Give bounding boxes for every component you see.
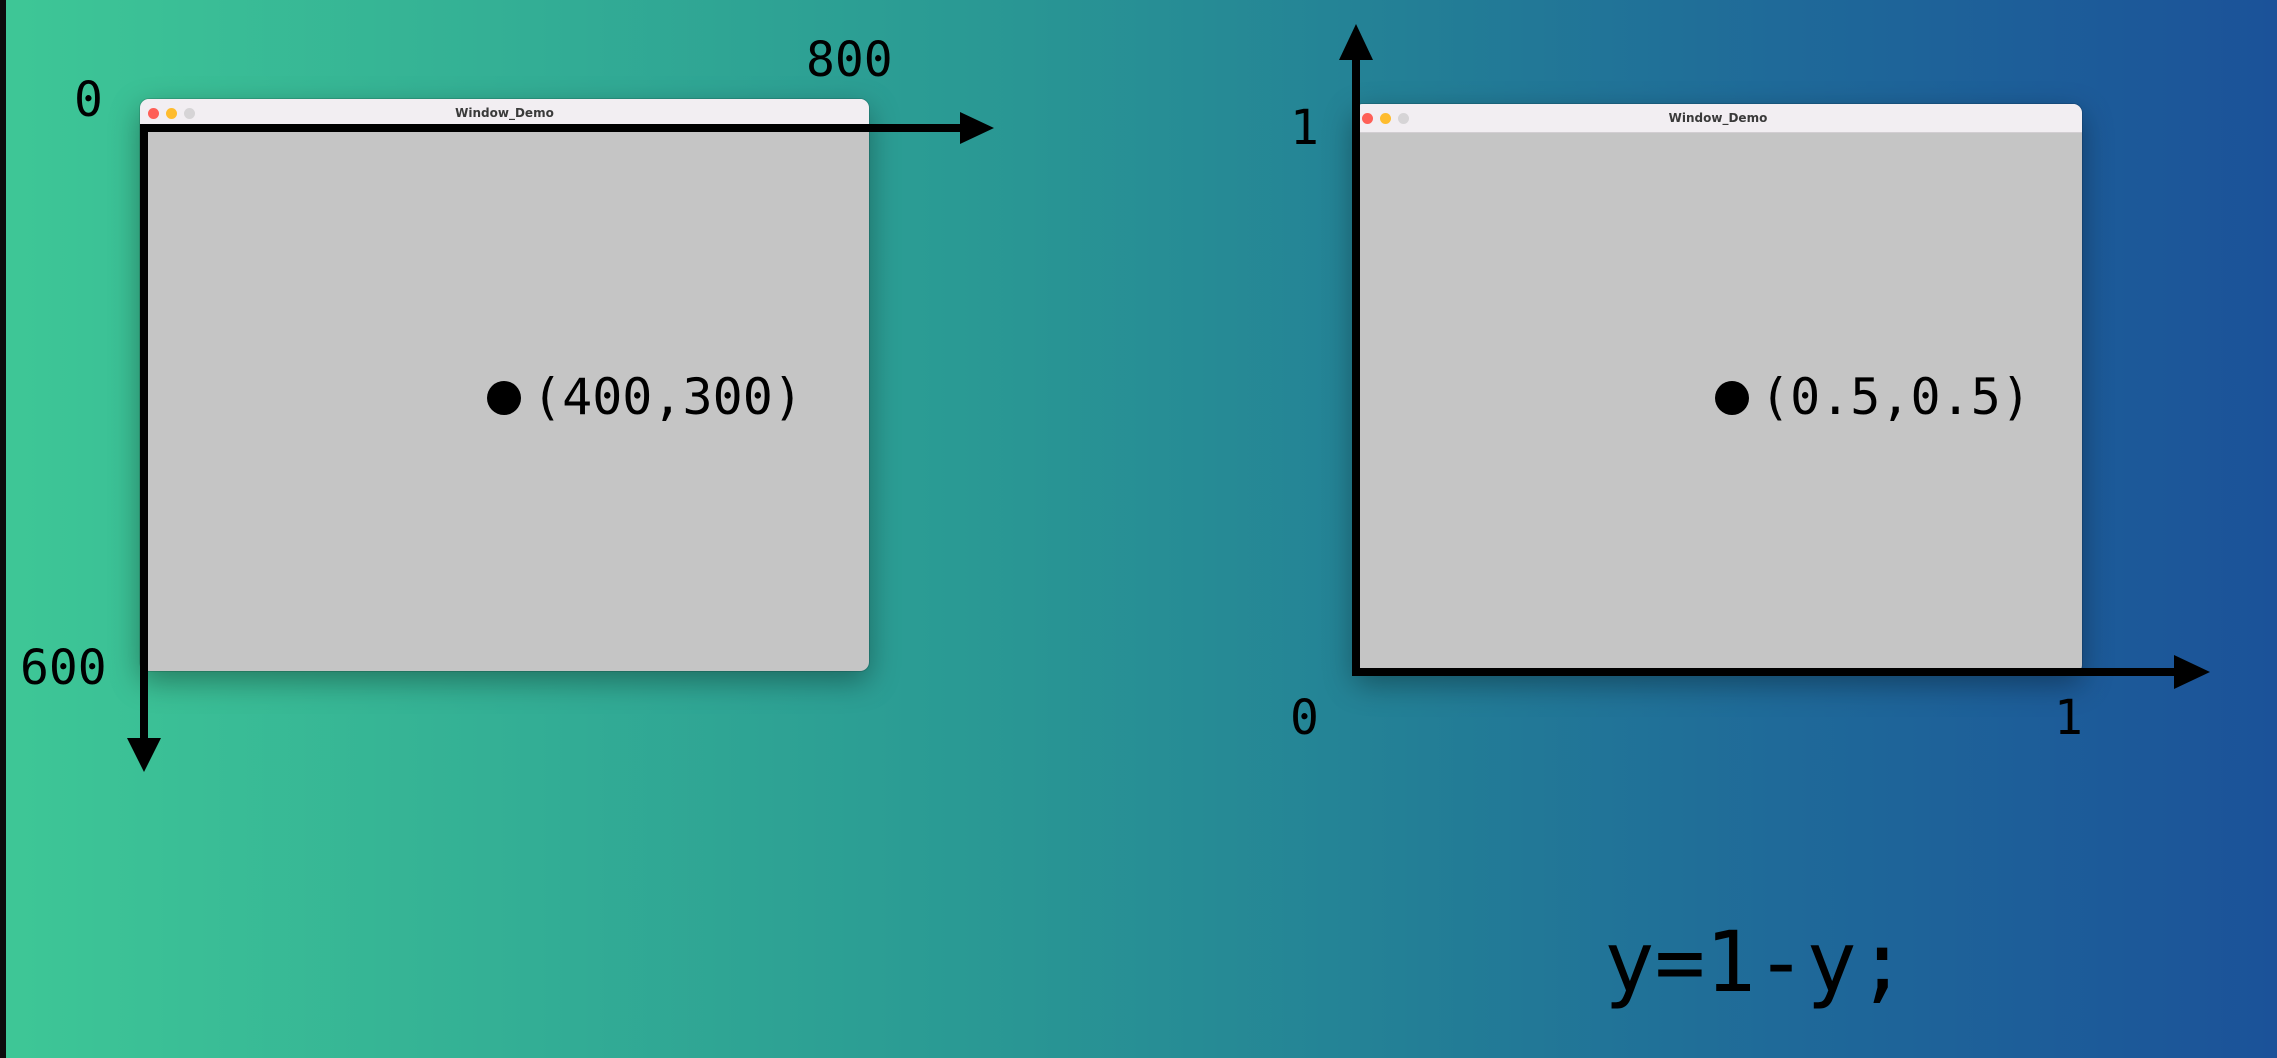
minimize-dot-icon[interactable] bbox=[1380, 113, 1391, 124]
left-center-point bbox=[487, 381, 521, 415]
left-point-label: (400,300) bbox=[532, 368, 803, 426]
left-edge-bar bbox=[0, 0, 6, 1058]
right-origin-label: 0 bbox=[1290, 690, 1319, 746]
left-window-titlebar: Window_Demo bbox=[140, 99, 869, 128]
right-x-max-label: 1 bbox=[2054, 690, 2083, 746]
flip-formula: y=1-y; bbox=[1604, 913, 1908, 1011]
right-y-max-label: 1 bbox=[1290, 100, 1319, 156]
right-window: Window_Demo bbox=[1354, 104, 2082, 674]
left-x-max-label: 800 bbox=[806, 32, 893, 88]
right-x-axis-arrow bbox=[1352, 655, 2210, 689]
left-origin-label: 0 bbox=[74, 72, 103, 128]
left-y-axis-arrow bbox=[127, 124, 161, 772]
right-center-point bbox=[1715, 381, 1749, 415]
right-window-titlebar: Window_Demo bbox=[1354, 104, 2082, 133]
right-window-title: Window_Demo bbox=[1668, 111, 1768, 125]
close-dot-icon[interactable] bbox=[1362, 113, 1373, 124]
left-y-max-label: 600 bbox=[20, 640, 107, 696]
minimize-dot-icon[interactable] bbox=[166, 108, 177, 119]
zoom-dot-icon[interactable] bbox=[1398, 113, 1409, 124]
left-window-title: Window_Demo bbox=[455, 106, 554, 120]
right-point-label: (0.5,0.5) bbox=[1760, 368, 2031, 426]
right-y-axis-arrow bbox=[1339, 24, 1373, 676]
zoom-dot-icon[interactable] bbox=[184, 108, 195, 119]
close-dot-icon[interactable] bbox=[148, 108, 159, 119]
left-x-axis-arrow bbox=[140, 112, 994, 144]
